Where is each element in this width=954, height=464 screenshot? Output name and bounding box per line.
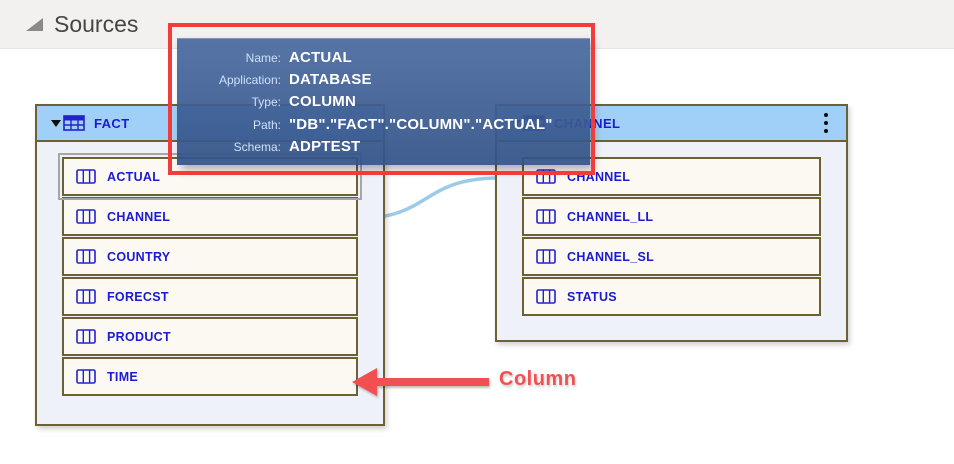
column-name: STATUS bbox=[567, 289, 617, 304]
column-name: COUNTRY bbox=[107, 249, 171, 264]
tooltip-field-value: DATABASE bbox=[289, 71, 372, 89]
column-name: CHANNEL bbox=[107, 209, 171, 224]
annotation-label: Column bbox=[499, 368, 577, 390]
column-name: PRODUCT bbox=[107, 329, 171, 344]
collapse-triangle-icon[interactable] bbox=[26, 17, 43, 31]
column-grid-icon bbox=[536, 209, 556, 224]
column-row-channel-sl[interactable]: CHANNEL_SL bbox=[522, 237, 821, 276]
tooltip-field: Schema: ADPTEST bbox=[177, 139, 590, 154]
tooltip-field-label: Type: bbox=[251, 95, 281, 110]
table-grid-icon bbox=[63, 115, 85, 131]
kebab-menu-icon[interactable] bbox=[824, 113, 828, 133]
tooltip-field-value: "DB"."FACT"."COLUMN"."ACTUAL" bbox=[289, 115, 553, 133]
column-row-time[interactable]: TIME bbox=[62, 357, 358, 396]
tooltip-field-label: Schema: bbox=[233, 139, 281, 154]
page-title: Sources bbox=[54, 10, 139, 37]
column-row-forecst[interactable]: FORECST bbox=[62, 277, 358, 316]
column-details-tooltip: Name: ACTUAL Application: DATABASE Type:… bbox=[177, 38, 590, 165]
column-name: ACTUAL bbox=[107, 169, 161, 184]
column-name: TIME bbox=[107, 369, 139, 384]
table-name: FACT bbox=[94, 115, 130, 131]
table-column-list: CHANNEL CHANNEL_LL CHANNEL_SL STATUS bbox=[497, 142, 846, 316]
tooltip-field-label: Path: bbox=[252, 117, 281, 132]
column-grid-icon bbox=[76, 209, 96, 224]
tooltip-field-label: Application: bbox=[218, 73, 281, 88]
tooltip-field-value: ACTUAL bbox=[289, 49, 352, 67]
tooltip-field-value: ADPTEST bbox=[289, 137, 361, 155]
column-name: CHANNEL bbox=[567, 169, 631, 184]
column-row-channel[interactable]: CHANNEL bbox=[62, 197, 358, 236]
expand-triangle-icon[interactable] bbox=[51, 119, 61, 127]
column-grid-icon bbox=[76, 169, 96, 184]
column-row-status[interactable]: STATUS bbox=[522, 277, 821, 316]
tooltip-field: Path: "DB"."FACT"."COLUMN"."ACTUAL" bbox=[177, 117, 590, 132]
column-grid-icon bbox=[536, 289, 556, 304]
tooltip-field: Application: DATABASE bbox=[177, 72, 590, 87]
column-name: FORECST bbox=[107, 289, 169, 304]
tooltip-field: Name: ACTUAL bbox=[177, 50, 590, 65]
column-grid-icon bbox=[76, 369, 96, 384]
tooltip-field-label: Name: bbox=[245, 51, 281, 66]
column-grid-icon bbox=[76, 249, 96, 264]
tooltip-field: Type: COLUMN bbox=[177, 94, 590, 109]
column-name: CHANNEL_LL bbox=[567, 209, 654, 224]
column-row-country[interactable]: COUNTRY bbox=[62, 237, 358, 276]
column-grid-icon bbox=[536, 249, 556, 264]
table-column-list: ACTUAL CHANNEL COUNTRY FORECST PRODUCT T… bbox=[37, 142, 383, 396]
column-grid-icon bbox=[76, 329, 96, 344]
column-grid-icon bbox=[76, 289, 96, 304]
column-grid-icon bbox=[536, 169, 556, 184]
column-name: CHANNEL_SL bbox=[567, 249, 655, 264]
column-row-channel-ll[interactable]: CHANNEL_LL bbox=[522, 197, 821, 236]
tooltip-field-value: COLUMN bbox=[289, 93, 357, 111]
column-row-product[interactable]: PRODUCT bbox=[62, 317, 358, 356]
